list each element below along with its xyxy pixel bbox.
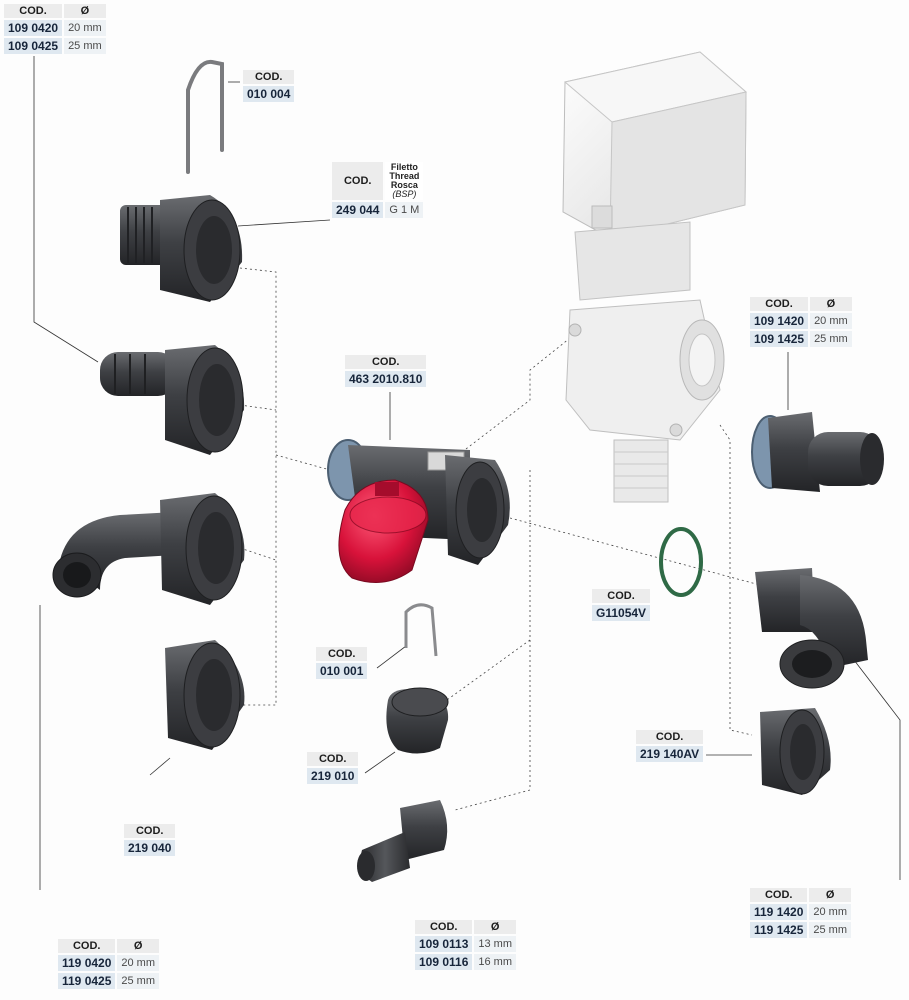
- table-o-ring: COD. G11054V: [590, 587, 652, 623]
- part-code: 109 0425: [4, 38, 63, 54]
- part-diameter: 25 mm: [810, 331, 852, 347]
- part-code: 119 0425: [58, 973, 116, 989]
- table-nut-right: COD. 219 140AV: [634, 728, 705, 764]
- part-code: 119 0420: [58, 955, 116, 971]
- hose-connector-straight-icon: [100, 345, 245, 455]
- part-code: 249 044: [332, 202, 384, 218]
- part-diameter: 20 mm: [810, 313, 852, 329]
- dashed-lines: [238, 267, 761, 811]
- part-code: 219 040: [124, 840, 176, 856]
- table-nut-left: COD. 219 040: [122, 822, 177, 858]
- part-code: G11054V: [592, 605, 651, 621]
- o-ring-icon: [659, 527, 703, 597]
- ring-nut-left-icon: [165, 640, 245, 750]
- part-code: 109 1420: [750, 313, 809, 329]
- hose-barb-small-icon: [357, 800, 448, 882]
- u-clip-large-icon: [186, 59, 224, 174]
- cap-plug-icon: [386, 687, 449, 754]
- part-diameter: 16 mm: [474, 954, 517, 970]
- table-u-clip-large: COD. 010 004: [241, 68, 296, 104]
- table-u-clip-small: COD. 010 001: [314, 645, 369, 681]
- elbow-right-icon: [755, 568, 868, 689]
- hose-connector-right-icon: [751, 412, 884, 492]
- part-code: 109 0113: [415, 936, 473, 952]
- part-code: 119 1420: [750, 904, 808, 920]
- thread-header: Filetto Thread Rosca (BSP): [385, 162, 424, 200]
- thread-value: G 1 M: [385, 202, 424, 218]
- part-code: 109 0116: [415, 954, 473, 970]
- part-diameter: 25 mm: [809, 922, 852, 938]
- ring-nut-right-icon: [760, 708, 831, 795]
- u-clip-small-icon: [404, 603, 438, 657]
- table-cap: COD. 219 010: [305, 750, 360, 786]
- part-diameter: 25 mm: [64, 38, 106, 54]
- part-code: 010 001: [316, 663, 368, 679]
- table-center-valve: COD. 463 2010.810: [343, 353, 428, 389]
- hose-connector-elbow-icon: [52, 493, 245, 605]
- part-diameter: 20 mm: [809, 904, 852, 920]
- part-diameter: 20 mm: [64, 20, 106, 36]
- threaded-connector-icon: [120, 195, 243, 302]
- red-knob-icon: [338, 479, 429, 583]
- leader-lines: [33, 56, 901, 890]
- part-code: 219 010: [307, 768, 359, 784]
- part-diameter: 13 mm: [474, 936, 517, 952]
- part-code: 109 1425: [750, 331, 809, 347]
- part-code: 219 140AV: [636, 746, 704, 762]
- part-code: 119 1425: [750, 922, 808, 938]
- part-code: 010 004: [243, 86, 295, 102]
- part-diameter: 20 mm: [117, 955, 160, 971]
- electric-valve: [562, 51, 748, 503]
- part-code: 109 0420: [4, 20, 63, 36]
- part-code: 463 2010.810: [345, 371, 427, 387]
- part-diameter: 25 mm: [117, 973, 160, 989]
